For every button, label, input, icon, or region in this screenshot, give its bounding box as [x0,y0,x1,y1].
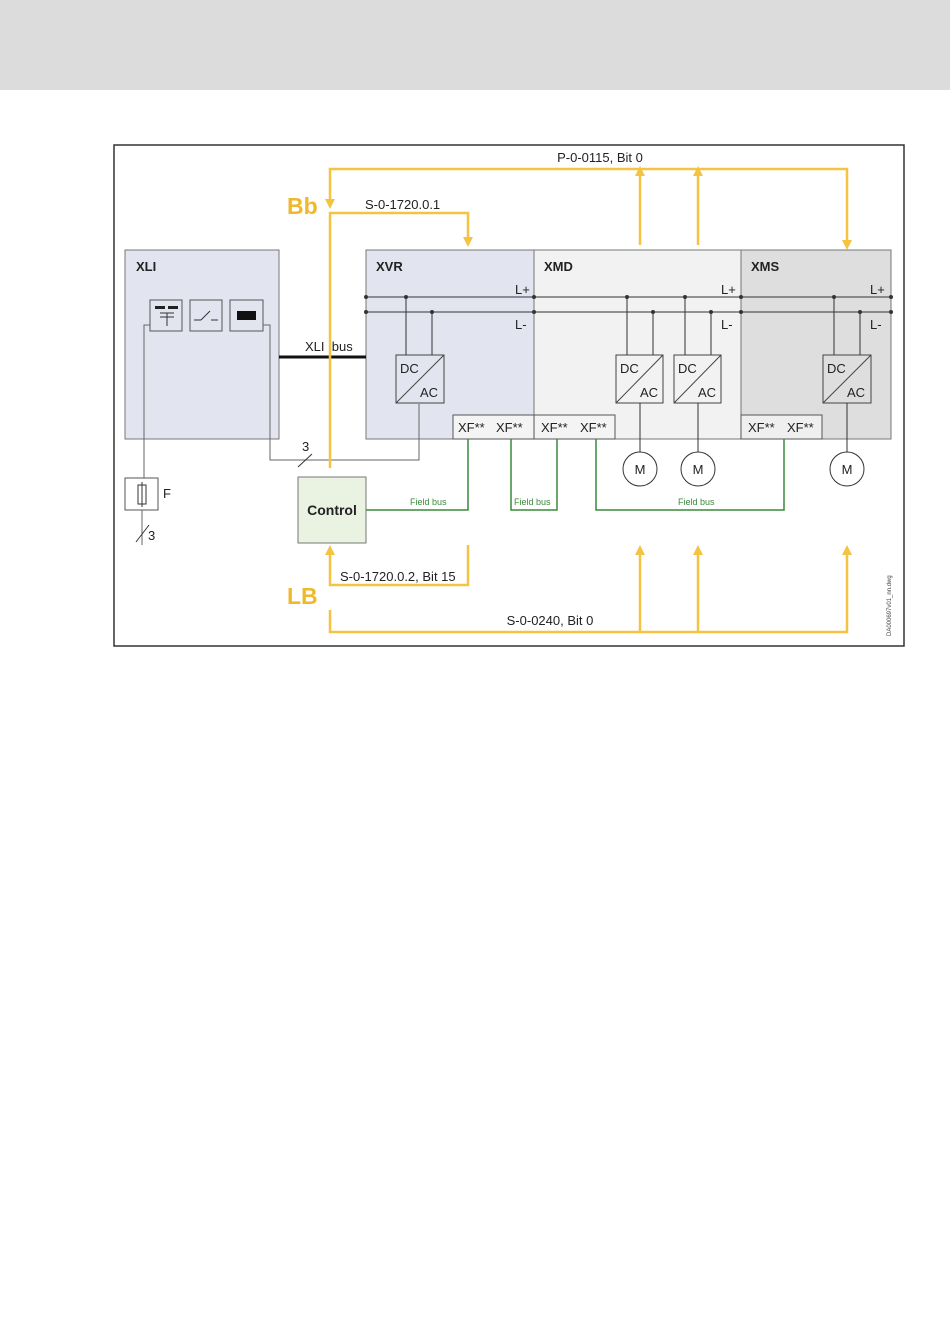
svg-text:AC: AC [847,385,865,400]
svg-text:M: M [693,462,704,477]
xms-module [741,250,891,439]
s-0-0240-label: S-0-0240, Bit 0 [507,613,594,628]
control-label: Control [307,502,357,518]
xmd-label: XMD [544,259,573,274]
xms-label: XMS [751,259,780,274]
xli-label: XLI [136,259,156,274]
motor-icon: M [623,452,657,486]
svg-text:DC: DC [678,361,697,376]
xvr-lminus: L- [515,317,527,332]
xmd-lplus: L+ [721,282,736,297]
xvr-label: XVR [376,259,403,274]
block-icon [230,300,263,331]
dc-capacitor-icon [150,300,182,331]
fuse-icon [125,478,158,510]
xvr-module [366,250,534,439]
field-bus-label-2: Field bus [514,497,551,507]
svg-text:XF**: XF** [541,420,568,435]
s-0-1720-0-2-label: S-0-1720.0.2, Bit 15 [340,569,456,584]
field-bus-label-3: Field bus [678,497,715,507]
p-0-0115-label: P-0-0115, Bit 0 [557,150,643,165]
svg-text:XF**: XF** [748,420,775,435]
svg-text:DC: DC [400,361,419,376]
svg-text:M: M [842,462,853,477]
xmd-module [534,250,741,439]
document-id: DA000697v01_nn.dwg [887,575,893,636]
switch-icon [190,300,222,331]
xms-lplus: L+ [870,282,885,297]
xvr-connectors: XF** XF** [453,415,534,439]
svg-text:AC: AC [640,385,658,400]
xvr-lplus: L+ [515,282,530,297]
field-bus-label-1: Field bus [410,497,447,507]
motor-icon: M [830,452,864,486]
svg-text:XF**: XF** [580,420,607,435]
svg-text:XF**: XF** [787,420,814,435]
svg-text:XF**: XF** [496,420,523,435]
bb-label: Bb [287,193,318,219]
svg-text:DC: DC [620,361,639,376]
xms-connectors: XF** XF** [741,415,822,439]
three-supply-label: 3 [148,528,155,543]
xms-lminus: L- [870,317,882,332]
svg-text:AC: AC [698,385,716,400]
xmd-lminus: L- [721,317,733,332]
svg-text:XF**: XF** [458,420,485,435]
lb-label: LB [287,583,318,609]
fuse-label: F [163,486,171,501]
s-0-1720-0-1-label: S-0-1720.0.1 [365,197,440,212]
svg-text:AC: AC [420,385,438,400]
three-wire-label: 3 [302,439,309,454]
svg-text:M: M [635,462,646,477]
motor-icon: M [681,452,715,486]
xmd-connectors: XF** XF** [534,415,615,439]
svg-text:DC: DC [827,361,846,376]
xli-module [125,250,279,439]
